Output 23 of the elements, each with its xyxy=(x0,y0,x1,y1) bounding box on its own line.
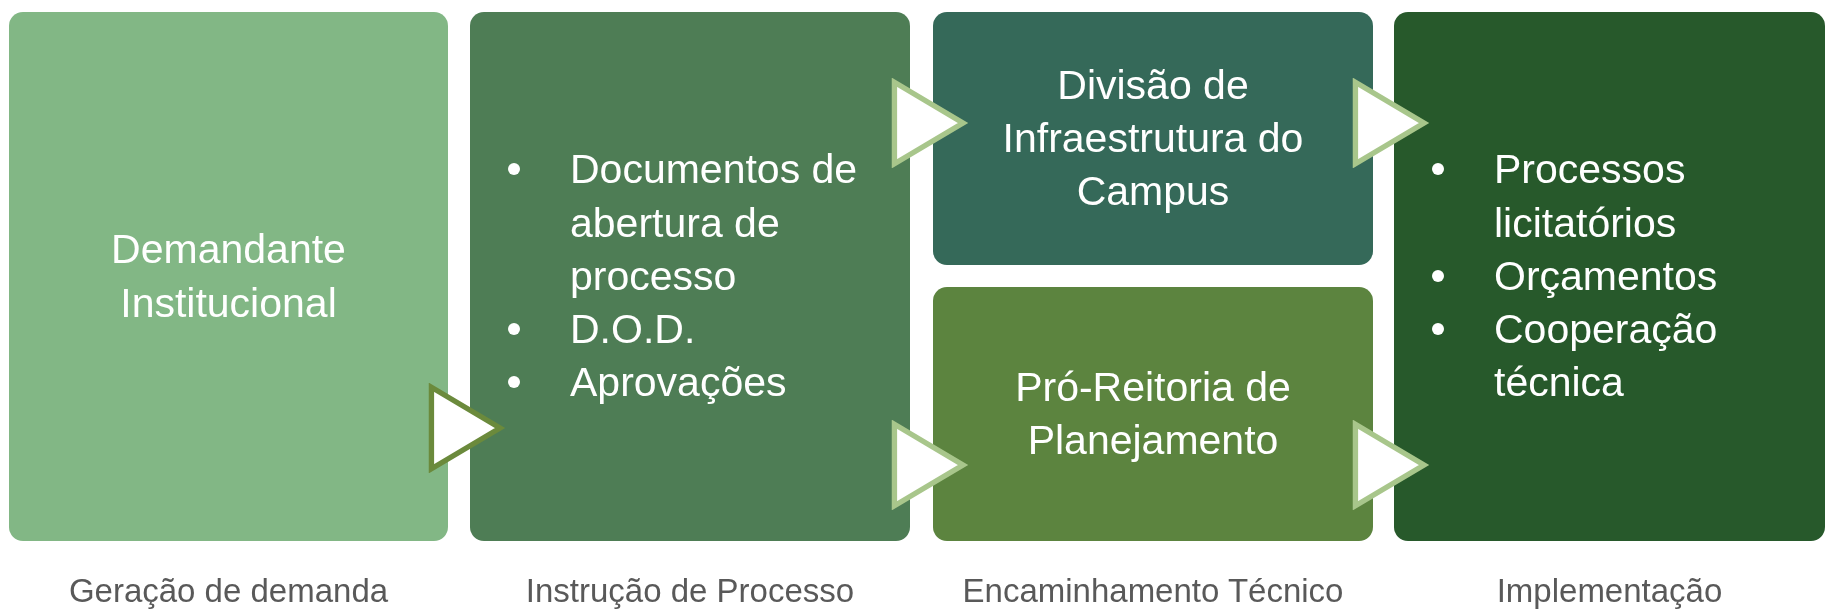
stage-label: Encaminhamento Técnico xyxy=(961,572,1345,610)
process-box xyxy=(933,12,1373,265)
node-label: Pró-Reitoria de Planejamento xyxy=(1014,362,1292,465)
stage-label: Instrução de Processo xyxy=(524,572,856,610)
process-panel xyxy=(470,12,910,541)
arrow xyxy=(1352,79,1427,167)
node-label: Divisão de Infraestrutura do Campus xyxy=(1001,60,1305,217)
arrow xyxy=(1352,421,1427,509)
stage-label: Geração de demanda xyxy=(67,572,390,610)
process-panel xyxy=(1394,12,1825,541)
arrow xyxy=(891,421,966,509)
node-label: Demandante Institucional xyxy=(110,225,347,328)
bullet-item: Aprovações xyxy=(570,359,787,406)
bullet-item: Cooperação técnica xyxy=(1494,306,1718,406)
bullet-item: Processos licitatórios xyxy=(1494,146,1686,246)
arrow xyxy=(891,79,966,167)
bullet-item: Documentos de abertura de processo xyxy=(570,146,858,299)
arrow xyxy=(428,384,503,472)
bullet-item: Orçamentos xyxy=(1494,252,1718,299)
process-box xyxy=(933,287,1373,541)
bullet-item: D.O.D. xyxy=(570,306,696,353)
process-box xyxy=(9,12,448,541)
stage-label: Implementação xyxy=(1495,572,1724,610)
